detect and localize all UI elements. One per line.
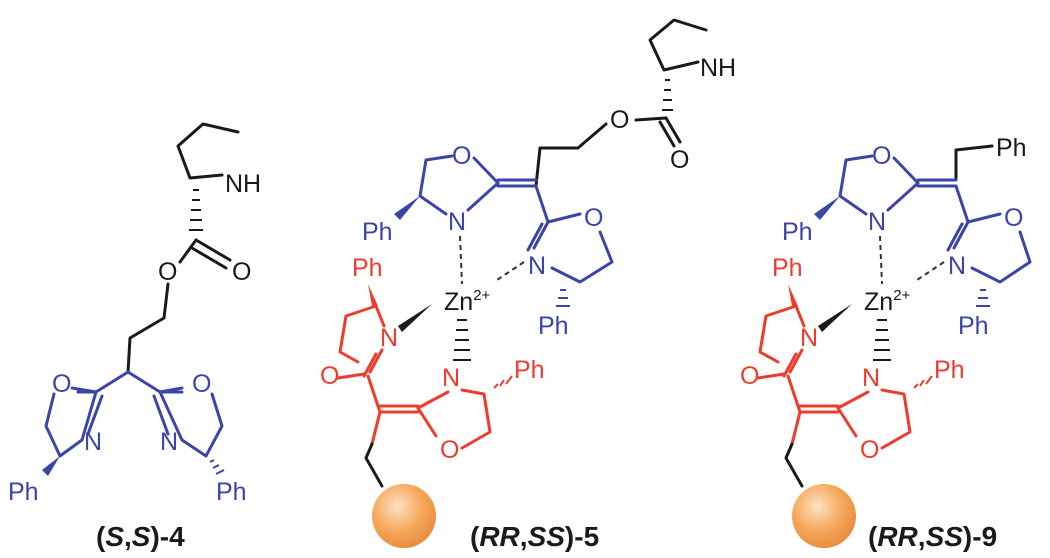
- polymer-support-bead-icon: [372, 484, 436, 548]
- caption-rr-ss-5: (RR,SS)-5: [470, 521, 599, 552]
- bis-oxazoline-red: Ph N O N O Ph: [320, 254, 545, 464]
- zinc-center: Zn2+: [444, 287, 491, 316]
- oxazoline-oxygen-4: O: [440, 436, 459, 464]
- ester-oxygen: O: [158, 258, 177, 286]
- hashed-bond: [662, 79, 673, 111]
- phenyl-1: Ph: [782, 218, 813, 246]
- bis-oxazoline-blue: O N Ph N O Ph: [362, 142, 614, 340]
- oxazoline-oxygen-2: O: [584, 204, 603, 232]
- caption-s-s-4: (S,S)-4: [96, 521, 185, 552]
- oxazoline-oxygen-3: O: [320, 362, 339, 390]
- oxazoline-nitrogen-3: N: [800, 324, 818, 352]
- phenyl-4: Ph: [934, 356, 965, 384]
- oxazoline-nitrogen-left: N: [84, 428, 102, 456]
- phenyl-1: Ph: [362, 218, 393, 246]
- carbonyl-oxygen: O: [670, 146, 689, 174]
- phenyl-3: Ph: [352, 254, 383, 282]
- phenyl-2: Ph: [958, 312, 989, 340]
- phenyl-right: Ph: [216, 478, 247, 506]
- benzyl-linker: [954, 144, 994, 180]
- caption-rr-ss-9: (RR,SS)-9: [868, 521, 997, 552]
- oxazoline-nitrogen-2: N: [528, 252, 546, 280]
- polymer-support-bead-icon: [792, 484, 856, 548]
- bis-oxazoline-red: Ph N O N O Ph: [740, 254, 965, 464]
- oxazoline-oxygen-left: O: [52, 370, 71, 398]
- phenyl-2: Ph: [538, 312, 569, 340]
- pyrrolidine-ring: NH: [648, 18, 736, 82]
- bis-oxazoline-blue: O N Ph O N Ph: [8, 370, 247, 506]
- ester-oxygen: O: [610, 106, 629, 134]
- carbonyl-oxygen: O: [232, 258, 251, 286]
- compound-rr-ss-9: Ph O N Ph N O Ph Zn2+ P: [740, 134, 1032, 552]
- coordination-bond: [459, 235, 463, 285]
- hashed-bond: [189, 189, 203, 231]
- linker-to-bead: [364, 442, 384, 488]
- oxazoline-oxygen-1: O: [872, 142, 891, 170]
- oxazoline-nitrogen-3: N: [380, 324, 398, 352]
- oxazoline-oxygen-right: O: [192, 370, 211, 398]
- compound-s-s-4: NH O O O N Ph O: [8, 122, 261, 552]
- oxazoline-nitrogen-right: N: [160, 428, 178, 456]
- oxazoline-nitrogen-1: N: [448, 208, 466, 236]
- wedge-coordination: [398, 304, 432, 332]
- oxazoline-oxygen-1: O: [452, 142, 471, 170]
- zinc-center: Zn2+: [864, 287, 911, 316]
- bis-oxazoline-blue: O N Ph N O Ph: [782, 142, 1032, 340]
- wedge-bond-left: [42, 456, 60, 476]
- phenyl-4: Ph: [514, 356, 545, 384]
- pyrrolidine-ring: NH: [176, 122, 261, 198]
- oxazoline-oxygen-3: O: [740, 362, 759, 390]
- oxazoline-nitrogen-2: N: [948, 252, 966, 280]
- phenyl-3: Ph: [772, 254, 803, 282]
- hashed-bond-right: [209, 459, 225, 475]
- compound-rr-ss-5: NH O O O N Ph N O Ph: [320, 18, 736, 552]
- oxazoline-nitrogen-1: N: [868, 208, 886, 236]
- carbonyl-bond: [194, 238, 232, 262]
- nh-label: NH: [700, 54, 736, 82]
- nh-label: NH: [225, 170, 261, 198]
- oxazoline-oxygen-2: O: [1004, 204, 1023, 232]
- oxazoline-nitrogen-4: N: [442, 364, 460, 392]
- oxazoline-nitrogen-4: N: [862, 364, 880, 392]
- oxazoline-oxygen-4: O: [860, 436, 879, 464]
- phenyl-left: Ph: [8, 478, 39, 506]
- benzyl-phenyl: Ph: [996, 134, 1027, 162]
